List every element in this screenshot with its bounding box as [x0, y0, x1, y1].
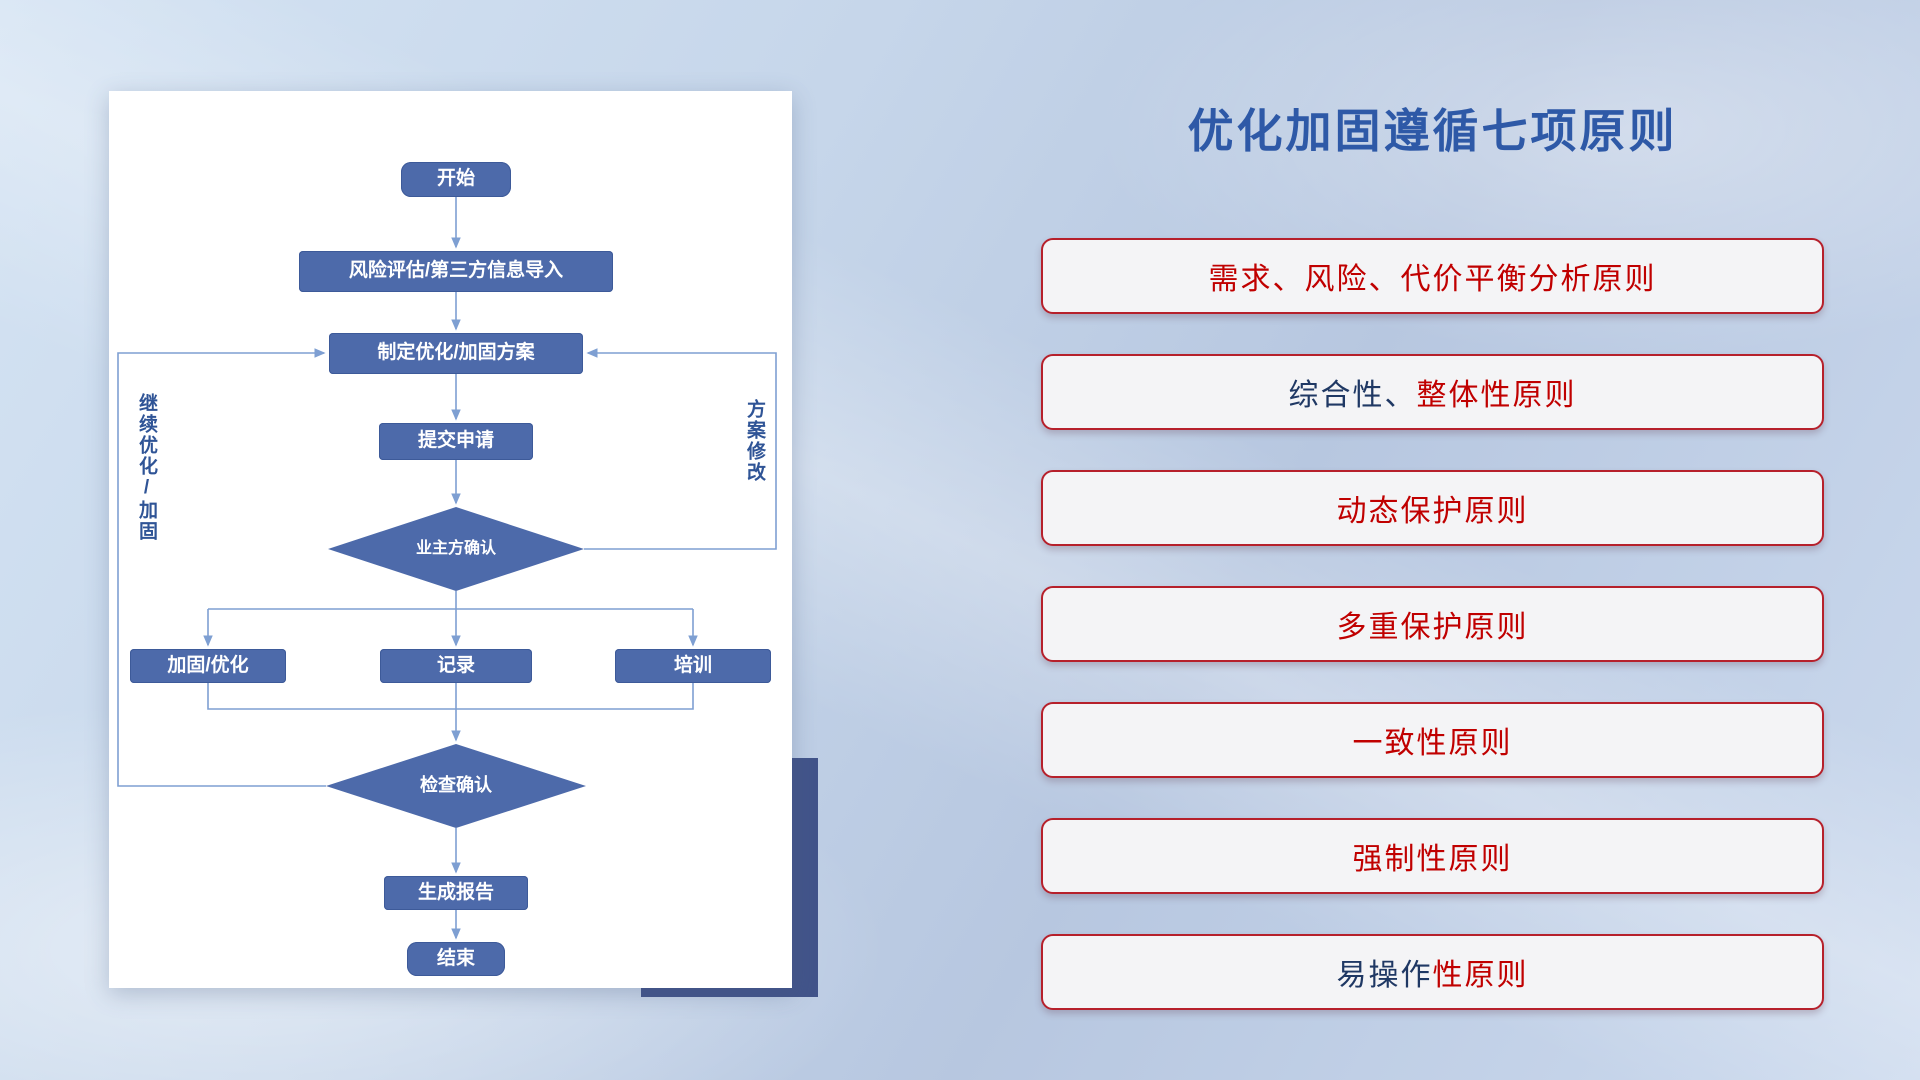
principle-text: 需求、风险、代价平衡分析原则	[1208, 263, 1657, 296]
flow-label-plan-revision: 方案修改	[744, 399, 765, 483]
principle-list: 需求、风险、代价平衡分析原则 综合性、整体性原则 动态保护原则 多重保护原则 一…	[1041, 238, 1824, 1010]
principle-text: 动态保护原则	[1336, 495, 1529, 528]
principle-text: 易操作性原则	[1336, 959, 1529, 992]
principle-card-1: 需求、风险、代价平衡分析原则	[1041, 238, 1824, 314]
flow-node-training: 培训	[615, 649, 771, 683]
principle-card-4: 多重保护原则	[1041, 586, 1824, 662]
flowchart-connectors	[117, 197, 777, 940]
principle-card-5: 一致性原则	[1041, 702, 1824, 778]
flow-node-report: 生成报告	[384, 876, 528, 910]
flowchart-card: 开始 风险评估/第三方信息导入 制定优化/加固方案 提交申请 业主方确认 加固/…	[109, 91, 792, 988]
flow-node-harden-optimize: 加固/优化	[130, 649, 286, 683]
principle-card-3: 动态保护原则	[1041, 470, 1824, 546]
panel-title: 优化加固遵循七项原则	[1187, 105, 1678, 157]
flow-node-risk-import: 风险评估/第三方信息导入	[299, 251, 613, 292]
principles-panel: 优化加固遵循七项原则 需求、风险、代价平衡分析原则 综合性、整体性原则 动态保护…	[1041, 96, 1824, 1010]
principle-card-7: 易操作性原则	[1041, 934, 1824, 1010]
principle-text: 多重保护原则	[1336, 611, 1529, 644]
flow-label-continue-loop: 继续优化/加固	[136, 393, 157, 542]
principle-card-6: 强制性原则	[1041, 818, 1824, 894]
principle-text: 综合性、整体性原则	[1288, 379, 1577, 412]
principle-text: 一致性原则	[1352, 727, 1513, 760]
flow-node-make-plan: 制定优化/加固方案	[329, 333, 583, 374]
flow-node-start: 开始	[401, 162, 511, 197]
flow-node-end: 结束	[407, 942, 505, 976]
flow-node-record: 记录	[380, 649, 532, 683]
flow-node-submit: 提交申请	[379, 423, 533, 460]
principle-text: 强制性原则	[1352, 843, 1513, 876]
principle-card-2: 综合性、整体性原则	[1041, 354, 1824, 430]
